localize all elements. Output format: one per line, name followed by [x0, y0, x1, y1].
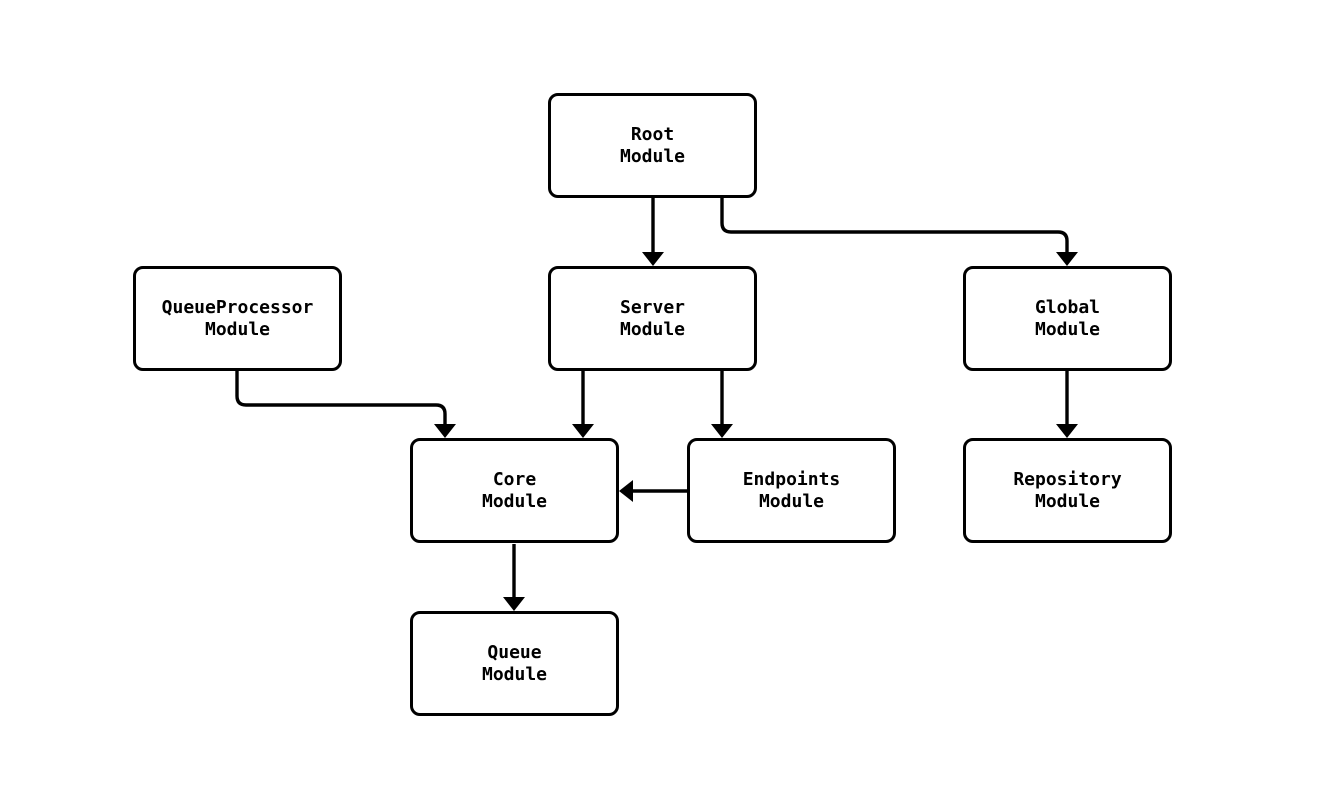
node-root-module: Root Module — [548, 93, 757, 198]
node-queueprocessor-module: QueueProcessor Module — [133, 266, 342, 371]
arrowhead-icon — [619, 480, 633, 502]
arrowhead-icon — [642, 252, 664, 266]
edge-endpoints-core — [619, 480, 687, 502]
arrowhead-icon — [1056, 424, 1078, 438]
arrowhead-icon — [572, 424, 594, 438]
node-core-module: Core Module — [410, 438, 619, 543]
edge-server-endpoints — [711, 371, 733, 438]
node-label: Repository Module — [1013, 468, 1122, 512]
node-label: Queue Module — [481, 641, 548, 685]
node-label: Endpoints Module — [742, 468, 841, 512]
edge-queueprocessor-core — [235, 371, 456, 438]
node-label: Server Module — [619, 296, 686, 340]
edge-server-core — [572, 371, 594, 438]
edge-core-queue — [503, 544, 525, 611]
arrowhead-icon — [711, 424, 733, 438]
arrowhead-icon — [1056, 252, 1078, 266]
edge-root-global — [720, 198, 1078, 266]
node-endpoints-module: Endpoints Module — [687, 438, 896, 543]
arrowhead-icon — [503, 597, 525, 611]
edge-global-repository — [1056, 371, 1078, 438]
node-label: Root Module — [619, 123, 686, 167]
arrowhead-icon — [434, 424, 456, 438]
edge-root-server — [642, 198, 664, 266]
node-server-module: Server Module — [548, 266, 757, 371]
node-repository-module: Repository Module — [963, 438, 1172, 543]
node-global-module: Global Module — [963, 266, 1172, 371]
node-label: QueueProcessor Module — [161, 296, 314, 340]
node-queue-module: Queue Module — [410, 611, 619, 716]
node-label: Global Module — [1034, 296, 1101, 340]
node-label: Core Module — [481, 468, 548, 512]
